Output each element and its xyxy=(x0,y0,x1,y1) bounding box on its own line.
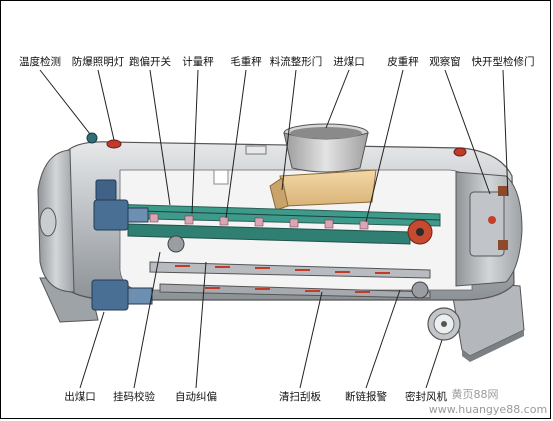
labels-top: 温度检测 防爆照明灯 跑偏开关 计量秤 毛重秤 料流整形门 进煤口 皮重秤 观察… xyxy=(19,55,535,68)
belt-conveyor xyxy=(107,203,441,245)
drum-rollers xyxy=(167,219,433,299)
sealing-fan xyxy=(427,307,461,341)
label-auto-correction: 自动纠偏 xyxy=(175,390,217,403)
label-gross-weight-scale: 毛重秤 xyxy=(230,55,262,68)
label-temperature-detection: 温度检测 xyxy=(19,55,61,68)
watermark-url: www.huangye88.com xyxy=(429,403,547,416)
label-weight-calibration: 挂码校验 xyxy=(113,390,155,403)
label-cleaning-scraper: 清扫刮板 xyxy=(279,390,321,403)
labels-bottom: 出煤口 挂码校验 自动纠偏 清扫刮板 断链报警 密封风机 xyxy=(64,390,447,403)
watermark-name: 黄页88网 xyxy=(452,387,499,401)
label-metering-scale: 计量秤 xyxy=(182,55,214,68)
label-coal-outlet: 出煤口 xyxy=(64,390,96,403)
coal-inlet-hopper xyxy=(283,123,369,173)
top-fittings xyxy=(86,132,467,185)
label-explosion-proof-lamp: 防爆照明灯 xyxy=(72,55,125,68)
chain-scraper xyxy=(149,261,431,299)
watermark: 黄页88网 www.huangye88.com xyxy=(429,387,547,416)
label-flow-shaping-gate: 料流整形门 xyxy=(270,55,323,68)
flow-shaping-gate xyxy=(269,169,377,211)
label-broken-chain-alarm: 断链报警 xyxy=(345,390,387,403)
label-deviation-switch: 跑偏开关 xyxy=(129,55,171,68)
label-observation-window: 观察窗 xyxy=(429,55,461,68)
leader-lines-top xyxy=(39,69,509,223)
label-tare-scale: 皮重秤 xyxy=(387,55,419,68)
label-sealing-fan: 密封风机 xyxy=(405,390,447,403)
leader-lines-bottom xyxy=(79,251,443,389)
label-quick-open-door: 快开型检修门 xyxy=(472,55,535,68)
drive-motors xyxy=(91,179,153,311)
label-coal-inlet: 进煤口 xyxy=(333,55,365,68)
